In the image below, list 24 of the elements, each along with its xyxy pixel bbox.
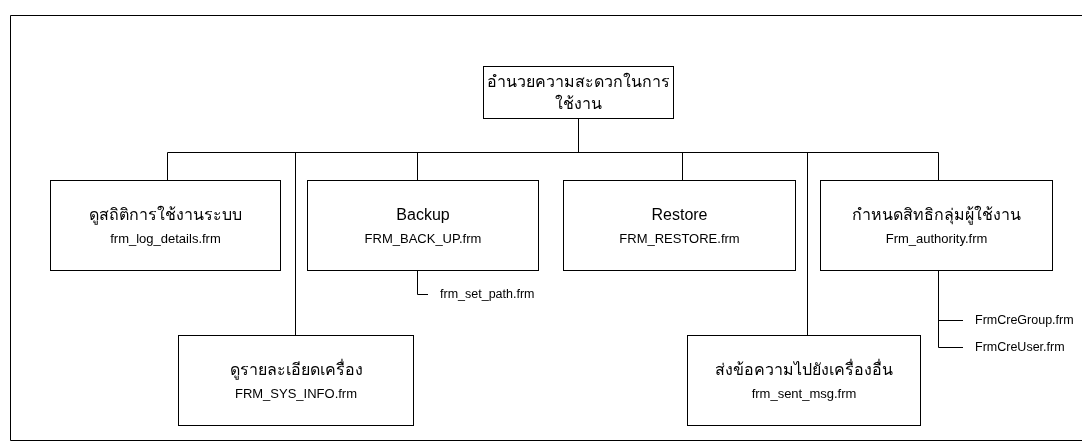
file-name: FrmCreUser.frm (975, 339, 1065, 355)
process-box (178, 335, 414, 426)
process-box (563, 180, 796, 271)
box-title: กำหนดสิทธิกลุ่มผู้ใช้งาน (852, 204, 1021, 226)
file-name: FRM_BACK_UP.frm (364, 229, 482, 248)
process-box (50, 180, 281, 271)
process-box (820, 180, 1053, 271)
box-title: ส่งข้อความไปยังเครื่องอื่น (715, 358, 893, 380)
connector-line (417, 270, 429, 295)
file-name: frm_set_path.frm (440, 286, 535, 302)
box-title: ดูรายละเอียดเครื่อง (229, 358, 363, 381)
file-name: frm_log_details.frm (110, 229, 221, 248)
file-name: FRM_SYS_INFO.frm (234, 384, 358, 403)
file-name: FrmCreGroup.frm (975, 312, 1074, 328)
box-title: Backup (396, 204, 450, 225)
process-box (687, 335, 921, 426)
file-name: FRM_RESTORE.frm (619, 229, 740, 248)
box-title: Restore (651, 204, 708, 225)
connector-line (938, 270, 964, 348)
file-name: frm_sent_msg.frm (751, 384, 857, 403)
box-title: อำนวยความสะดวกในการใช้งาน (486, 71, 671, 114)
file-name: Frm_authority.frm (885, 229, 988, 248)
process-box (307, 180, 539, 271)
box-title: ดูสถิติการใช้งานระบบ (89, 204, 242, 226)
